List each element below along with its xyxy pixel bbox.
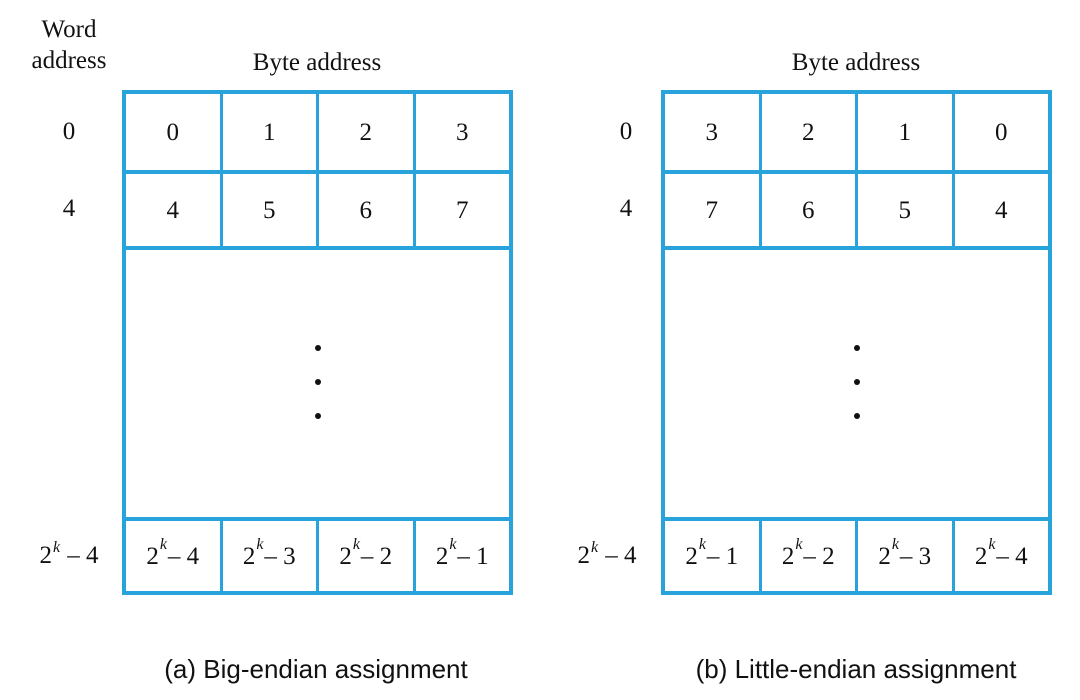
ellipsis-vertical-big-endian [126, 333, 509, 423]
word-address-0-big-endian: 0 [62, 118, 76, 145]
byte-cell: 0 [995, 118, 1008, 146]
byte-address-heading-big-endian: Byte address [252, 49, 382, 76]
word-row-0-little-endian: 3 2 1 0 [665, 94, 1048, 174]
ellipsis-dot [314, 413, 321, 419]
byte-address-heading-little-endian: Byte address [791, 49, 921, 76]
ellipsis-dot [314, 345, 321, 351]
byte-cell: 1 [223, 94, 319, 170]
byte-cell: 7 [665, 174, 762, 246]
byte-cell: 6 [319, 174, 416, 246]
word-row-4-little-endian: 7 6 5 4 [665, 174, 1048, 250]
byte-cell: 2 [762, 94, 858, 170]
byte-cell: 1 [858, 94, 955, 170]
byte-cell: 5 [858, 174, 955, 246]
word-address-4-little-endian: 4 [619, 195, 633, 222]
word-address-0-little-endian: 0 [619, 118, 633, 145]
byte-cell: 2 [319, 94, 416, 170]
ellipsis-dot [853, 413, 860, 419]
word-address-4-big-endian: 4 [62, 195, 76, 222]
word-address-last-big-endian: 2k – 4 [39, 539, 99, 569]
word-address-last-little-endian: 2k – 4 [577, 539, 637, 569]
byte-cell: 7 [456, 196, 469, 224]
word-row-4-big-endian: 4 5 6 7 [126, 174, 509, 250]
byte-cell: 5 [223, 174, 319, 246]
byte-cell: 3 [665, 94, 762, 170]
byte-cell: 4 [995, 196, 1008, 224]
word-address-heading-line-2: address [31, 47, 107, 75]
ellipsis-vertical-little-endian [665, 333, 1048, 423]
byte-cell: 3 [456, 118, 469, 146]
caption-big-endian: (a) Big-endian assignment [164, 654, 468, 684]
byte-cell: 4 [126, 174, 223, 246]
word-address-heading-line-1: Word [41, 16, 97, 43]
word-row-0-big-endian: 0 1 2 3 [126, 94, 509, 174]
ellipsis-dot [314, 379, 321, 385]
byte-cell: 0 [126, 94, 223, 170]
word-address-heading: Word address [20, 14, 118, 77]
caption-little-endian: (b) Little-endian assignment [695, 654, 1017, 684]
ellipsis-dot [853, 345, 860, 351]
byte-cell: 6 [762, 174, 858, 246]
ellipsis-dot [853, 379, 860, 385]
